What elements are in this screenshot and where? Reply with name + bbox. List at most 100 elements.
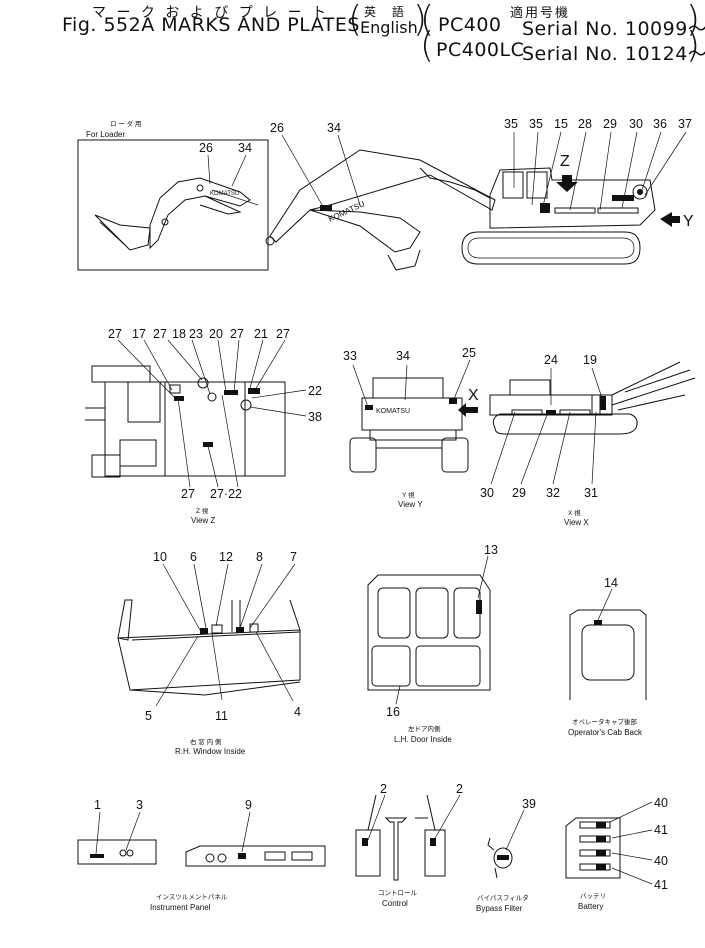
callout-40b: 40 xyxy=(654,854,668,868)
view-y-arrow-label: Y xyxy=(683,213,694,230)
view-y-brand-text: KOMATSU xyxy=(376,408,410,415)
callout-38: 38 xyxy=(308,410,322,424)
callout-30: 30 xyxy=(629,117,643,131)
callout-39: 39 xyxy=(522,797,536,811)
callout-12: 12 xyxy=(219,550,233,564)
callout-27-z1: 27 xyxy=(108,327,122,341)
view-y-caption: View Y xyxy=(398,500,423,509)
callout-41a: 41 xyxy=(654,823,668,837)
callout-30-x: 30 xyxy=(480,486,494,500)
callout-34-loader: 34 xyxy=(238,141,252,155)
view-z-caption: View Z xyxy=(191,516,215,525)
cab-back-view: 14 オペレータキャブ後部 Operator's Cab Back xyxy=(568,576,647,737)
control-caption: Control xyxy=(382,899,408,908)
callout-22: 22 xyxy=(308,384,322,398)
callout-4: 4 xyxy=(294,705,301,719)
callout-24: 24 xyxy=(544,353,558,367)
callout-34: 34 xyxy=(327,121,341,135)
control-view: 2 2 コントロール Control xyxy=(355,782,463,908)
lh-door-caption: L.H. Door Inside xyxy=(394,735,452,744)
callout-7: 7 xyxy=(290,550,297,564)
instrument-caption: Instrument Panel xyxy=(150,903,211,912)
callout-27-z5: 27 xyxy=(181,487,195,501)
callout-25: 25 xyxy=(462,346,476,360)
callout-8: 8 xyxy=(256,550,263,564)
callout-35a: 35 xyxy=(504,117,518,131)
instrument-panel-view: 1 3 9 インスツルメントパネル Instrument Panel xyxy=(77,798,326,912)
instrument-caption-jp: インスツルメントパネル xyxy=(156,893,228,901)
callout-15: 15 xyxy=(554,117,568,131)
applicable-japanese: 適用号機 xyxy=(510,6,571,21)
loader-caption: For Loader xyxy=(86,130,125,139)
callout-1: 1 xyxy=(94,798,101,812)
callout-18: 18 xyxy=(172,327,186,341)
paren-close-2: ) xyxy=(686,0,701,40)
language-label: English xyxy=(360,18,418,37)
bypass-caption-jp: バイパスフィルタ xyxy=(477,893,529,902)
view-x-arrow-label: X xyxy=(468,387,479,404)
paren-open: ( xyxy=(348,0,363,40)
view-x-caption: View X xyxy=(564,518,589,527)
callout-10: 10 xyxy=(153,550,167,564)
rh-window-caption-jp: 右 窓 内 側 xyxy=(190,737,222,746)
view-x: 24 19 30 29 32 31 X 視 View X xyxy=(480,353,696,527)
lh-door-view: 13 16 左ドア内側 L.H. Door Inside xyxy=(367,543,498,744)
callout-3: 3 xyxy=(136,798,143,812)
control-caption-jp: コントロール xyxy=(378,889,418,897)
callout-20: 20 xyxy=(209,327,223,341)
battery-caption: Battery xyxy=(578,902,603,911)
callout-11: 11 xyxy=(215,709,228,723)
callout-35b: 35 xyxy=(529,117,543,131)
title-japanese: マ ー ク お よ び プ レ ー ト xyxy=(92,5,330,21)
cab-back-caption-jp: オペレータキャブ後部 xyxy=(572,717,638,726)
callout-14: 14 xyxy=(604,576,618,590)
callout-16: 16 xyxy=(386,705,400,719)
callout-29-x: 29 xyxy=(512,486,526,500)
callout-26: 26 xyxy=(270,121,284,135)
callout-40a: 40 xyxy=(654,796,668,810)
paren-open-2: ( xyxy=(420,0,435,40)
model-1: PC400 xyxy=(438,14,502,36)
callout-33: 33 xyxy=(343,349,357,363)
callout-19: 19 xyxy=(583,353,597,367)
callout-13: 13 xyxy=(484,543,498,557)
callout-17: 17 xyxy=(132,327,146,341)
view-z-arrow-label: Z xyxy=(560,153,570,170)
view-z-caption-jp: Z 視 xyxy=(196,506,209,515)
lh-door-caption-jp: 左ドア内側 xyxy=(408,724,441,733)
callout-23: 23 xyxy=(189,327,203,341)
callout-21: 21 xyxy=(254,327,268,341)
paren-close: ) xyxy=(413,0,428,40)
battery-view: 40 41 40 41 バッテリ Battery xyxy=(565,796,668,911)
callout-6: 6 xyxy=(190,550,197,564)
serial-2: Serial No. 10124～ xyxy=(522,43,705,65)
loader-inset: ロ ー ダ 用 For Loader KOMATSU 26 34 xyxy=(77,119,269,271)
view-y: KOMATSU X 33 34 25 Y 視 View Y xyxy=(343,346,479,509)
callout-31: 31 xyxy=(584,486,598,500)
view-x-caption-jp: X 視 xyxy=(568,508,581,517)
view-z: 27 17 27 18 23 20 27 21 27 22 38 27 27·2… xyxy=(85,327,322,525)
rh-window-view: 10 6 12 8 7 5 11 4 右 窓 内 側 R.H. Window I… xyxy=(117,550,301,756)
model-2: PC400LC xyxy=(436,39,525,61)
callout-32: 32 xyxy=(546,486,560,500)
cab-back-caption: Operator's Cab Back xyxy=(568,728,643,737)
figure-title: Fig. 552A MARKS AND PLATES xyxy=(62,14,360,36)
paren-close-3: ) xyxy=(686,25,701,66)
callout-29: 29 xyxy=(603,117,617,131)
paren-open-3: ( xyxy=(420,25,435,66)
view-y-caption-jp: Y 視 xyxy=(402,490,415,499)
callout-27-z4: 27 xyxy=(276,327,290,341)
loader-caption-jp: ロ ー ダ 用 xyxy=(110,119,141,128)
callout-27-22: 27·22 xyxy=(210,487,242,501)
excavator-side-view: KOMATSU Z Y 26 34 35 35 15 28 29 30 36 3… xyxy=(265,117,694,271)
callout-28: 28 xyxy=(578,117,592,131)
bypass-filter-view: 39 バイパスフィルタ Bypass Filter xyxy=(476,797,536,913)
callout-26-loader: 26 xyxy=(199,141,213,155)
callout-36: 36 xyxy=(653,117,667,131)
rh-window-caption: R.H. Window Inside xyxy=(175,747,246,756)
bypass-caption: Bypass Filter xyxy=(476,904,523,913)
callout-2a: 2 xyxy=(380,782,387,796)
callout-34-y: 34 xyxy=(396,349,410,363)
callout-27-z2: 27 xyxy=(153,327,167,341)
